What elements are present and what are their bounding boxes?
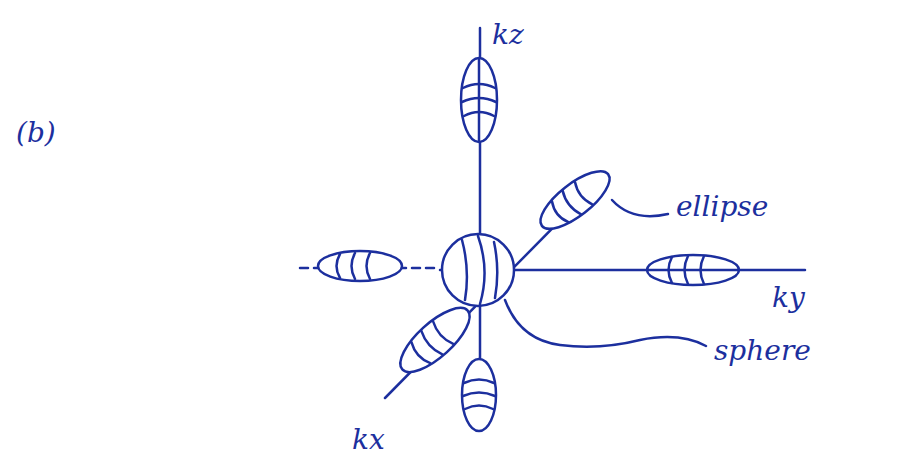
ellipsoid-shape	[462, 359, 496, 431]
ellipsoid-shape	[647, 255, 739, 285]
ellipsoid-shape	[391, 298, 479, 382]
axis-label: ky	[772, 283, 805, 314]
ellipsoid-shape	[318, 251, 402, 281]
hatch-lines	[462, 236, 497, 304]
callout-label: sphere	[714, 336, 811, 367]
axis-label: kx	[352, 425, 385, 456]
part-label: (b)	[16, 118, 56, 149]
ellipsoid-shape	[461, 58, 497, 142]
leader-line	[505, 300, 706, 347]
sphere-shape	[442, 234, 514, 306]
leader-line	[612, 200, 668, 216]
axis-label: kz	[492, 20, 524, 51]
callout-label: ellipse	[676, 192, 768, 223]
ellipsoid-shape	[532, 162, 618, 239]
